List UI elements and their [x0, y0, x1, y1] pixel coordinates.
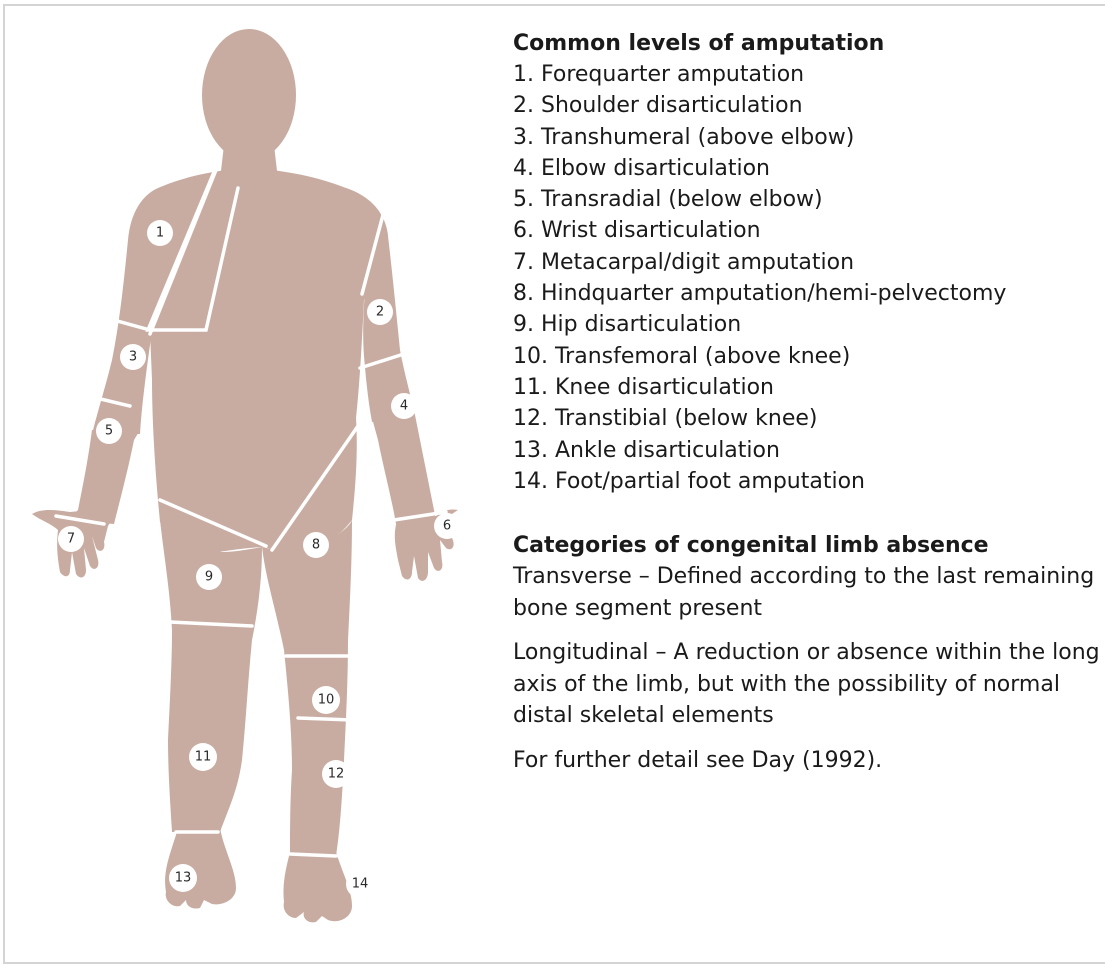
badge-8: 8 — [303, 532, 329, 558]
badge-label-8: 8 — [312, 538, 320, 553]
level-item-12: 12. Transtibial (below knee) — [513, 403, 1103, 434]
badge-11: 11 — [189, 743, 217, 771]
badge-label-7: 7 — [67, 532, 75, 547]
further-detail-paragraph: For further detail see Day (1992). — [513, 745, 1103, 777]
congenital-section: Categories of congenital limb absence Tr… — [513, 530, 1103, 776]
level-item-6: 6. Wrist disarticulation — [513, 215, 1103, 246]
body-silhouette — [32, 29, 458, 922]
congenital-heading: Categories of congenital limb absence — [513, 530, 1103, 561]
badge-14: 14 — [346, 870, 374, 898]
badge-label-2: 2 — [376, 305, 384, 320]
level-item-13: 13. Ankle disarticulation — [513, 435, 1103, 466]
body-diagram: 1 2 3 4 5 6 7 — [0, 0, 500, 946]
badge-10: 10 — [312, 686, 340, 714]
badge-label-3: 3 — [129, 350, 137, 365]
foot-viewer-right — [283, 852, 352, 922]
badge-label-6: 6 — [443, 519, 451, 534]
badge-label-10: 10 — [318, 693, 335, 708]
legend-panel: Common levels of amputation 1. Forequart… — [513, 28, 1103, 776]
level-item-5: 5. Transradial (below elbow) — [513, 184, 1103, 215]
badge-label-5: 5 — [105, 424, 113, 439]
level-item-1: 1. Forequarter amputation — [513, 59, 1103, 90]
level-item-9: 9. Hip disarticulation — [513, 309, 1103, 340]
forearm-viewer-right — [372, 410, 436, 524]
cut-line-12 — [298, 718, 352, 720]
amputation-levels-list: 1. Forequarter amputation 2. Shoulder di… — [513, 59, 1103, 497]
longitudinal-paragraph: Longitudinal – A reduction or absence wi… — [513, 637, 1103, 732]
cut-line-14 — [290, 854, 336, 856]
badge-12: 12 — [322, 760, 350, 788]
level-item-14: 14. Foot/partial foot amputation — [513, 466, 1103, 497]
torso — [146, 168, 389, 552]
badge-label-12: 12 — [328, 767, 345, 782]
level-item-11: 11. Knee disarticulation — [513, 372, 1103, 403]
badge-1: 1 — [147, 220, 173, 246]
badge-7: 7 — [58, 526, 84, 552]
badge-4: 4 — [391, 393, 417, 419]
badge-label-4: 4 — [400, 399, 408, 414]
amputation-levels-section: Common levels of amputation 1. Forequart… — [513, 28, 1103, 497]
badge-9: 9 — [196, 564, 222, 590]
level-item-2: 2. Shoulder disarticulation — [513, 90, 1103, 121]
upper-arm-viewer-left — [92, 188, 158, 434]
level-item-4: 4. Elbow disarticulation — [513, 153, 1103, 184]
badge-5: 5 — [96, 418, 122, 444]
badge-label-9: 9 — [205, 570, 213, 585]
level-item-7: 7. Metacarpal/digit amputation — [513, 247, 1103, 278]
head — [202, 29, 296, 161]
level-item-3: 3. Transhumeral (above elbow) — [513, 122, 1103, 153]
level-item-8: 8. Hindquarter amputation/hemi-pelvectom… — [513, 278, 1103, 309]
badge-6: 6 — [434, 513, 460, 539]
amputation-levels-heading: Common levels of amputation — [513, 28, 1103, 59]
badge-label-11: 11 — [195, 750, 212, 765]
transverse-paragraph: Transverse – Defined according to the la… — [513, 561, 1103, 624]
leg-viewer-right — [262, 520, 352, 856]
level-item-10: 10. Transfemoral (above knee) — [513, 341, 1103, 372]
badge-label-13: 13 — [175, 871, 192, 886]
badge-13: 13 — [169, 864, 197, 892]
body-silhouette-figure: 1 2 3 4 5 6 7 — [0, 0, 500, 946]
badge-2: 2 — [367, 299, 393, 325]
badge-label-1: 1 — [156, 226, 164, 241]
badge-label-14: 14 — [352, 877, 369, 892]
badge-3: 3 — [120, 344, 146, 370]
